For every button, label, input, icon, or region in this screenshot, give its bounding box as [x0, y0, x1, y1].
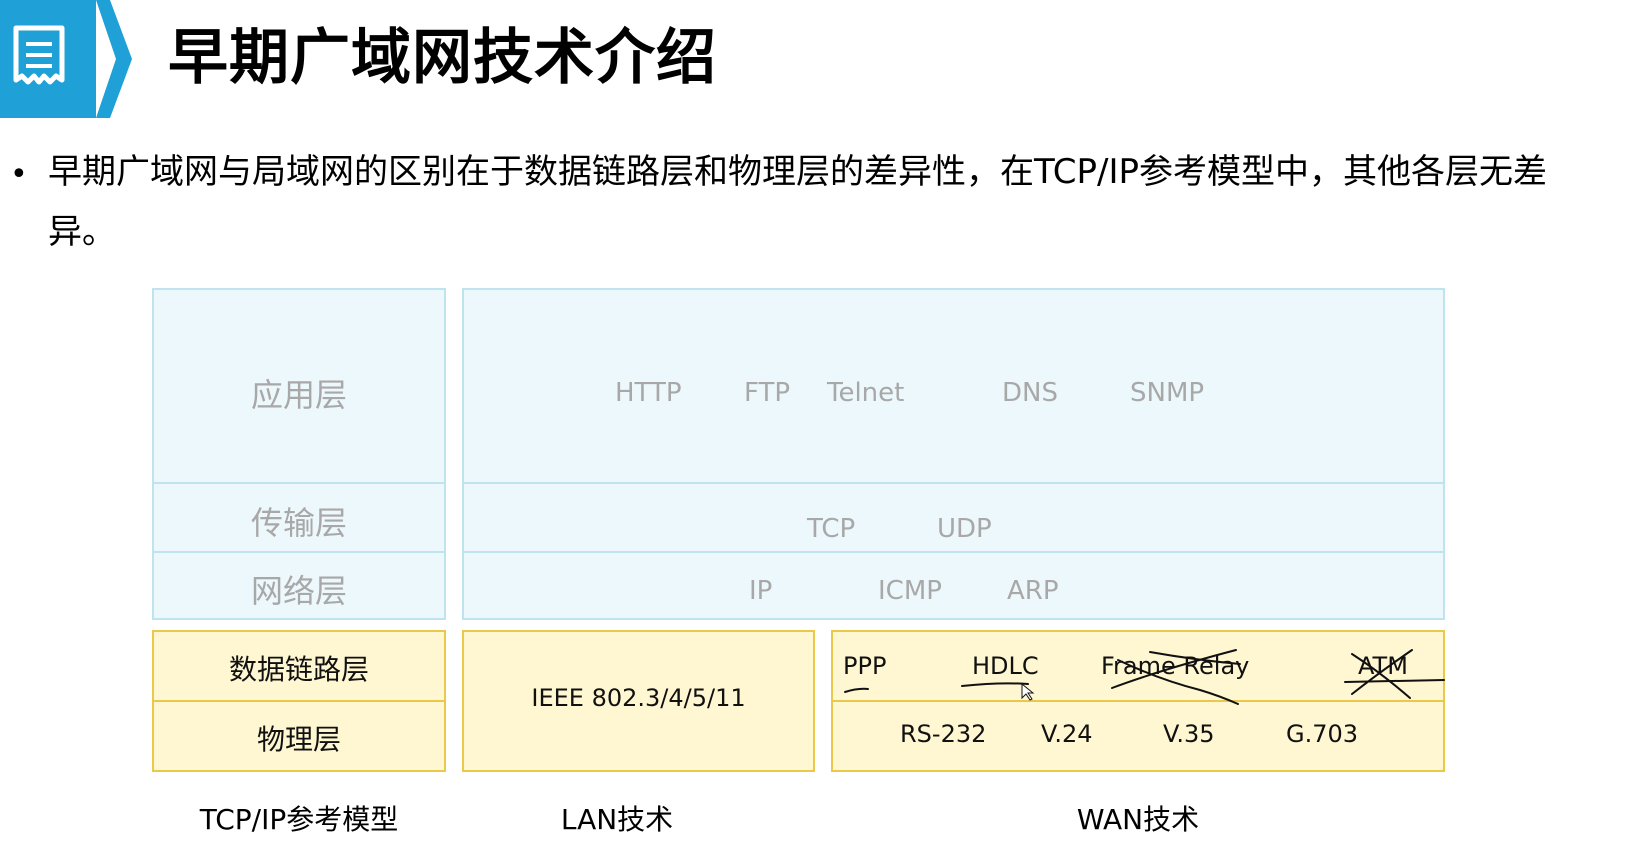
protocol-dns: DNS — [1002, 378, 1058, 408]
wan-frame-relay: Frame Relay — [1101, 652, 1250, 680]
layer-physical-label: 物理层 — [256, 723, 341, 756]
protocols-upper-box — [462, 288, 1445, 620]
wan-atm: ATM — [1358, 652, 1408, 680]
divider — [462, 551, 1445, 553]
protocol-icmp: ICMP — [878, 576, 942, 606]
protocol-telnet: Telnet — [827, 378, 905, 408]
wan-g703: G.703 — [1286, 720, 1359, 748]
protocol-snmp: SNMP — [1130, 378, 1205, 408]
bullet-marker: • — [10, 157, 28, 192]
wan-v35: V.35 — [1163, 720, 1215, 748]
protocol-tcp: TCP — [807, 514, 856, 544]
layer-datalink-label: 数据链路层 — [228, 653, 369, 686]
wan-ppp: PPP — [843, 652, 887, 680]
divider — [152, 700, 446, 702]
layer-application-label: 应用层 — [250, 376, 347, 414]
layer-network-label: 网络层 — [250, 572, 347, 610]
wan-v24: V.24 — [1041, 720, 1093, 748]
wan-rs232: RS-232 — [900, 720, 987, 748]
header-chevron — [96, 0, 132, 118]
lan-tech-label: IEEE 802.3/4/5/11 — [531, 684, 746, 712]
divider — [462, 482, 1445, 484]
caption-wan: WAN技术 — [1076, 803, 1200, 836]
protocol-http: HTTP — [615, 378, 682, 408]
document-icon — [13, 25, 65, 85]
divider — [831, 700, 1445, 702]
caption-tcpip: TCP/IP参考模型 — [199, 803, 399, 836]
protocol-udp: UDP — [937, 514, 992, 544]
protocol-arp: ARP — [1007, 576, 1059, 606]
tcpip-upper-box — [152, 288, 446, 620]
divider — [152, 551, 446, 553]
caption-lan: LAN技术 — [560, 803, 674, 836]
protocol-ftp: FTP — [744, 378, 791, 408]
wan-hdlc: HDLC — [972, 652, 1039, 680]
protocol-ip: IP — [749, 576, 773, 606]
lan-box — [462, 630, 815, 772]
divider — [152, 482, 446, 484]
bullet-text: 早期广域网与局域网的区别在于数据链路层和物理层的差异性，在TCP/IP参考模型中… — [48, 152, 1548, 252]
layer-transport-label: 传输层 — [250, 504, 347, 542]
page-title: 早期广域网技术介绍 — [168, 23, 717, 93]
